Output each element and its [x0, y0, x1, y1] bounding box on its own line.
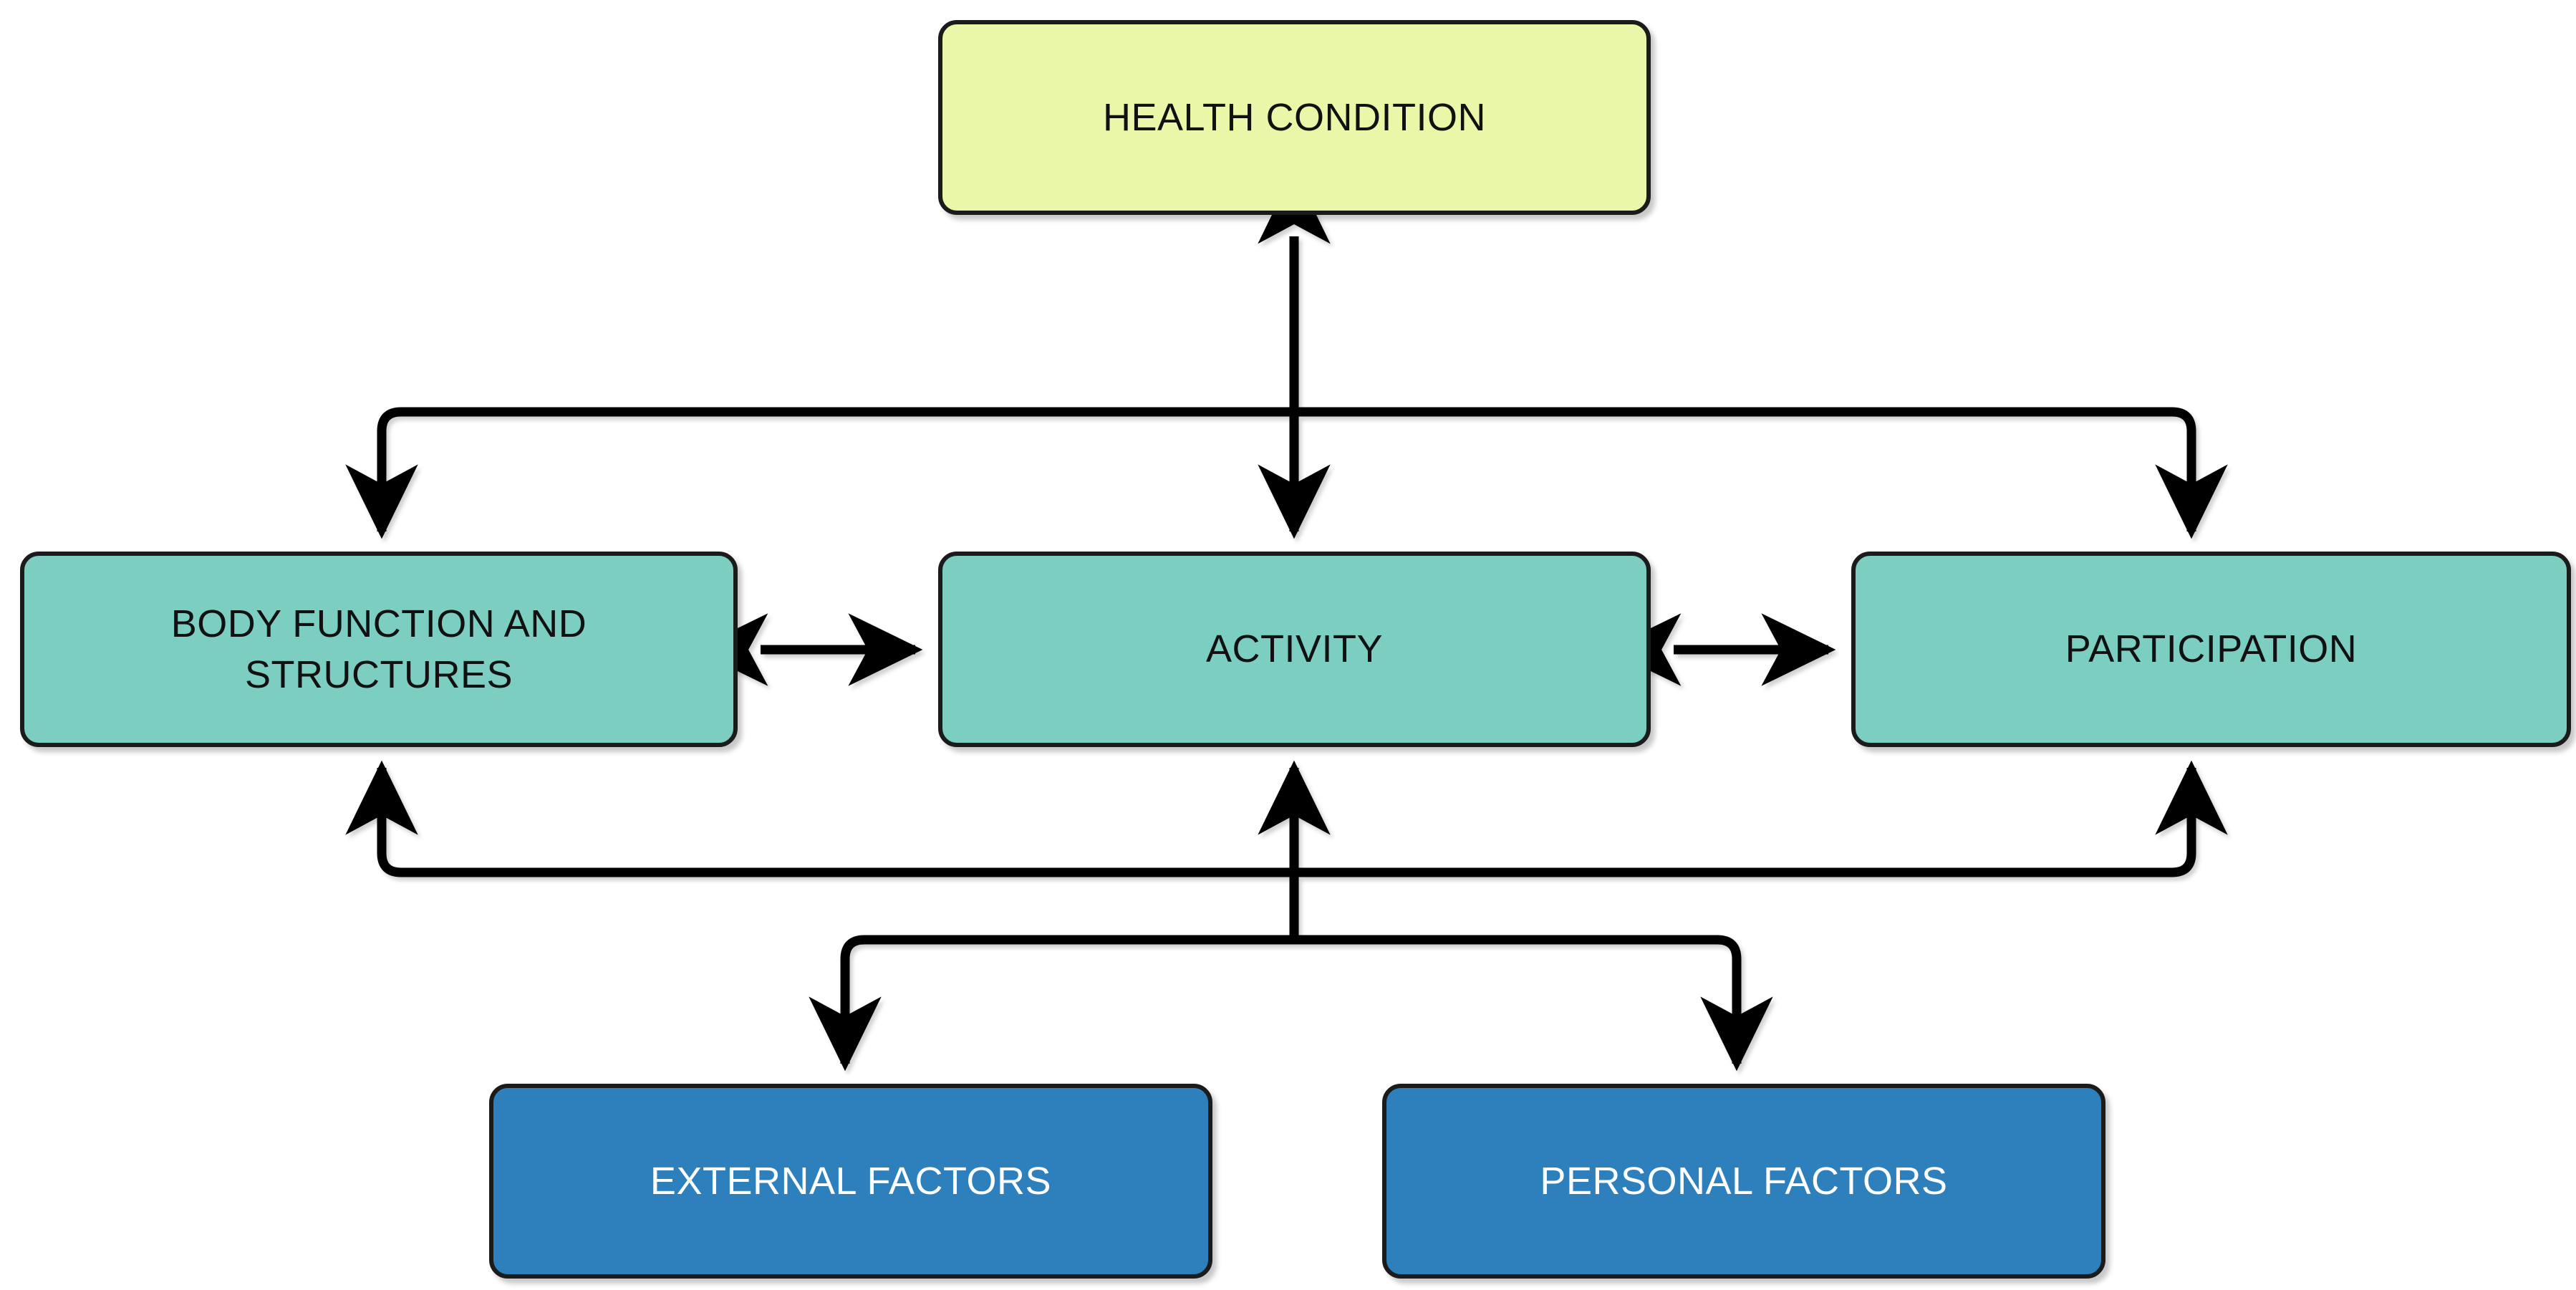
node-body-function-and-structures[interactable]: BODY FUNCTION AND STRUCTURES — [20, 552, 738, 747]
connector-activity-to-personal-factors — [1294, 935, 1773, 1072]
connector-factors-to-participation — [1294, 760, 2228, 877]
node-participation[interactable]: PARTICIPATION — [1851, 552, 2571, 747]
node-personal-factors[interactable]: PERSONAL FACTORS — [1382, 1084, 2105, 1279]
node-label-body-function-and-structures: BODY FUNCTION AND STRUCTURES — [170, 602, 587, 696]
node-label-health-condition: HEALTH CONDITION — [1102, 95, 1487, 139]
node-label-external-factors: EXTERNAL FACTORS — [650, 1159, 1052, 1203]
node-activity[interactable]: ACTIVITY — [938, 552, 1651, 747]
connector-factors-to-body-function — [345, 760, 1294, 877]
node-external-factors[interactable]: EXTERNAL FACTORS — [489, 1084, 1212, 1279]
connector-activity-to-external-factors — [809, 935, 1294, 1072]
node-label-activity: ACTIVITY — [1205, 627, 1384, 671]
node-label-personal-factors: PERSONAL FACTORS — [1540, 1159, 1948, 1203]
connector-health-condition-to-participation — [1294, 407, 2228, 539]
node-health-condition[interactable]: HEALTH CONDITION — [938, 20, 1651, 215]
connector-health-condition-to-body-function — [345, 407, 1294, 539]
node-label-participation: PARTICIPATION — [2065, 627, 2358, 671]
